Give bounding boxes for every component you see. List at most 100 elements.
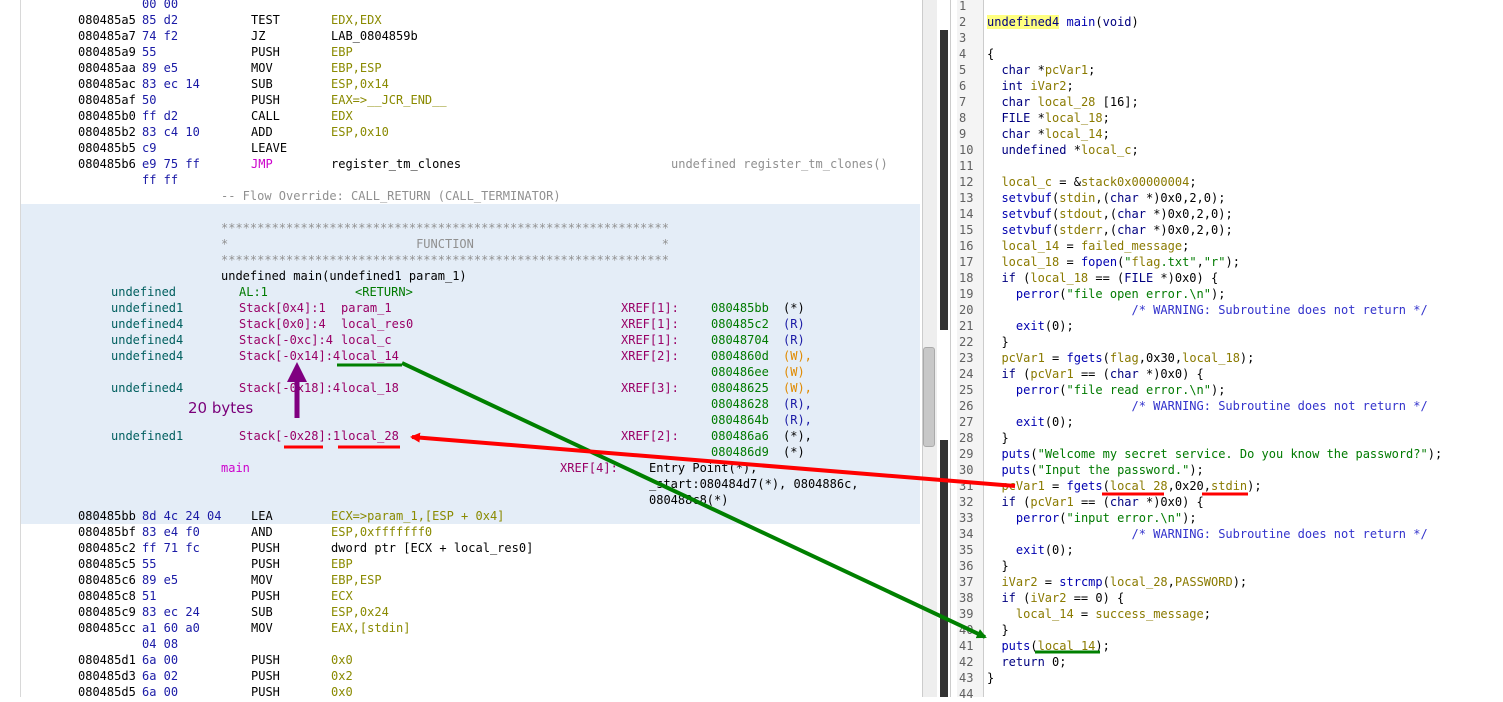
- decompiled-code-line[interactable]: }: [987, 623, 1009, 637]
- decompiled-code-line[interactable]: local_18 = fopen("flag.txt","r");: [1001, 255, 1240, 269]
- instruction-bytes: 74 f2: [142, 29, 179, 43]
- instruction-mnemonic: PUSH: [251, 45, 280, 59]
- instruction-bytes: 83 e4 f0: [142, 525, 200, 539]
- line-number: 26: [959, 399, 974, 413]
- decompiled-code-line[interactable]: char local_28 [16];: [1001, 95, 1139, 109]
- instruction-bytes: ff ff: [142, 173, 179, 187]
- instruction-mnemonic: SUB: [251, 605, 273, 619]
- line-number: 19: [959, 287, 974, 301]
- line-number: 23: [959, 351, 974, 365]
- xref-address: 08048625: [711, 381, 769, 395]
- instruction-operands: 0x2: [331, 669, 353, 683]
- decompiled-code-line[interactable]: FILE *local_18;: [1001, 111, 1110, 125]
- decompiled-code-line[interactable]: local_c = &stack0x00000004;: [1001, 175, 1197, 189]
- decompiled-code-line[interactable]: return 0;: [1001, 655, 1067, 669]
- instruction-bytes: e9 75 ff: [142, 157, 200, 171]
- line-number: 38: [959, 591, 974, 605]
- instruction-mnemonic: LEAVE: [251, 141, 288, 155]
- overview-marker: [940, 440, 948, 697]
- decompiled-code-line[interactable]: setvbuf(stdin,(char *)0x0,2,0);: [1001, 191, 1226, 205]
- decompiled-code-line[interactable]: exit(0);: [1015, 319, 1074, 333]
- decompiled-code-line[interactable]: if (pcVar1 == (char *)0x0) {: [1001, 495, 1204, 509]
- instruction-address: 080485bb: [78, 509, 136, 523]
- line-number: 13: [959, 191, 974, 205]
- decompiled-code-line[interactable]: char *pcVar1;: [1001, 63, 1096, 77]
- instruction-mnemonic: PUSH: [251, 685, 280, 697]
- variable-type: undefined4: [111, 349, 184, 363]
- instruction-bytes: 55: [142, 45, 157, 59]
- instruction-mnemonic: SUB: [251, 77, 273, 91]
- instruction-operands: EBP: [331, 45, 353, 59]
- instruction-mnemonic: PUSH: [251, 589, 280, 603]
- instruction-mnemonic: TEST: [251, 13, 280, 27]
- instruction-bytes: 51: [142, 589, 157, 603]
- decompiled-code-line[interactable]: }: [987, 559, 1009, 573]
- decompiled-code-line[interactable]: /* WARNING: Subroutine does not return *…: [987, 527, 1428, 541]
- variable-type: undefined4: [111, 381, 184, 395]
- instruction-operands: ESP,0x14: [331, 77, 389, 91]
- instruction-bytes: 89 e5: [142, 573, 179, 587]
- variable-type: undefined4: [111, 333, 184, 347]
- decompiled-code-line[interactable]: puts(local_14);: [1001, 639, 1110, 653]
- decompiled-code-line[interactable]: /* WARNING: Subroutine does not return *…: [987, 303, 1428, 317]
- variable-xref-label: XREF[2]:: [621, 349, 679, 363]
- decompiled-code-line[interactable]: iVar2 = strcmp(local_28,PASSWORD);: [1001, 575, 1248, 589]
- decompiled-code-line[interactable]: pcVar1 = fgets(local_28,0x20,stdin);: [1001, 479, 1262, 493]
- decompiled-code-line[interactable]: undefined *local_c;: [1001, 143, 1139, 157]
- instruction-bytes: 04 08: [142, 637, 179, 651]
- decompiled-code-line[interactable]: /* WARNING: Subroutine does not return *…: [987, 399, 1428, 413]
- decompiled-code-line[interactable]: local_14 = success_message;: [1015, 607, 1211, 621]
- instruction-address: 080485b6: [78, 157, 136, 171]
- instruction-address: 080485c5: [78, 557, 136, 571]
- decompiler-panel[interactable]: [957, 0, 1503, 697]
- annotation-20-bytes: 20 bytes: [188, 399, 254, 417]
- line-number: 43: [959, 671, 974, 685]
- decompiled-code-line[interactable]: pcVar1 = fgets(flag,0x30,local_18);: [1001, 351, 1255, 365]
- line-number: 37: [959, 575, 974, 589]
- line-number: 25: [959, 383, 974, 397]
- instruction-address: 080485a7: [78, 29, 136, 43]
- main-xref-entry: 080488c8(*): [649, 493, 729, 507]
- decompiled-code-line[interactable]: }: [987, 335, 1009, 349]
- decompiled-code-line[interactable]: }: [987, 431, 1009, 445]
- xref-address: 080486ee: [711, 365, 769, 379]
- decompiled-code-line[interactable]: setvbuf(stdout,(char *)0x0,2,0);: [1001, 207, 1233, 221]
- variable-name: param_1: [341, 301, 392, 315]
- line-number: 29: [959, 447, 974, 461]
- arrow-green-local-14: [401, 361, 987, 639]
- decompiled-code-line[interactable]: if (pcVar1 == (char *)0x0) {: [1001, 367, 1204, 381]
- variable-xref-label: XREF[3]:: [621, 381, 679, 395]
- decompiled-code-line[interactable]: undefined4 main(void): [987, 15, 1139, 29]
- listing-scrollbar-thumb[interactable]: [923, 347, 935, 447]
- variable-xref-label: XREF[1]:: [621, 317, 679, 331]
- decompiled-code-line[interactable]: perror("input error.\n");: [1015, 511, 1197, 525]
- decompiled-code-line[interactable]: exit(0);: [1015, 415, 1074, 429]
- instruction-operands: EAX=>__JCR_END__: [331, 93, 447, 107]
- decompiled-code-line[interactable]: exit(0);: [1015, 543, 1074, 557]
- variable-name: local_28: [341, 429, 399, 443]
- line-number: 35: [959, 543, 974, 557]
- xref-kind: (*): [783, 301, 805, 315]
- line-number: 22: [959, 335, 974, 349]
- instruction-address: 080485d5: [78, 685, 136, 697]
- decompiled-code-line[interactable]: if (iVar2 == 0) {: [1001, 591, 1125, 605]
- decompiled-code-line[interactable]: }: [987, 671, 995, 685]
- arrow-red-local-28: [410, 432, 1016, 488]
- instruction-address: 080485af: [78, 93, 136, 107]
- decompiled-code-line[interactable]: local_14 = failed_message;: [1001, 239, 1190, 253]
- function-signature: undefined main(undefined1 param_1): [221, 269, 467, 283]
- decompiled-code-line[interactable]: if (local_18 == (FILE *)0x0) {: [1001, 271, 1219, 285]
- decompiled-code-line[interactable]: perror("file open error.\n");: [1015, 287, 1226, 301]
- instruction-bytes: 6a 02: [142, 669, 179, 683]
- instruction-address: 080485b0: [78, 109, 136, 123]
- decompiled-code-line[interactable]: int iVar2;: [1001, 79, 1074, 93]
- decompiled-code-line[interactable]: setvbuf(stderr,(char *)0x0,2,0);: [1001, 223, 1233, 237]
- decompiled-code-line[interactable]: {: [987, 47, 995, 61]
- decompiled-code-line[interactable]: char *local_14;: [1001, 127, 1110, 141]
- line-number: 27: [959, 415, 974, 429]
- decompiled-code-line[interactable]: puts("Input the password.");: [1001, 463, 1204, 477]
- decompiled-code-line[interactable]: puts("Welcome my secret service. Do you …: [1001, 447, 1443, 461]
- instruction-operands: EBP,ESP: [331, 61, 382, 75]
- decompiled-code-line[interactable]: perror("file read error.\n");: [1015, 383, 1226, 397]
